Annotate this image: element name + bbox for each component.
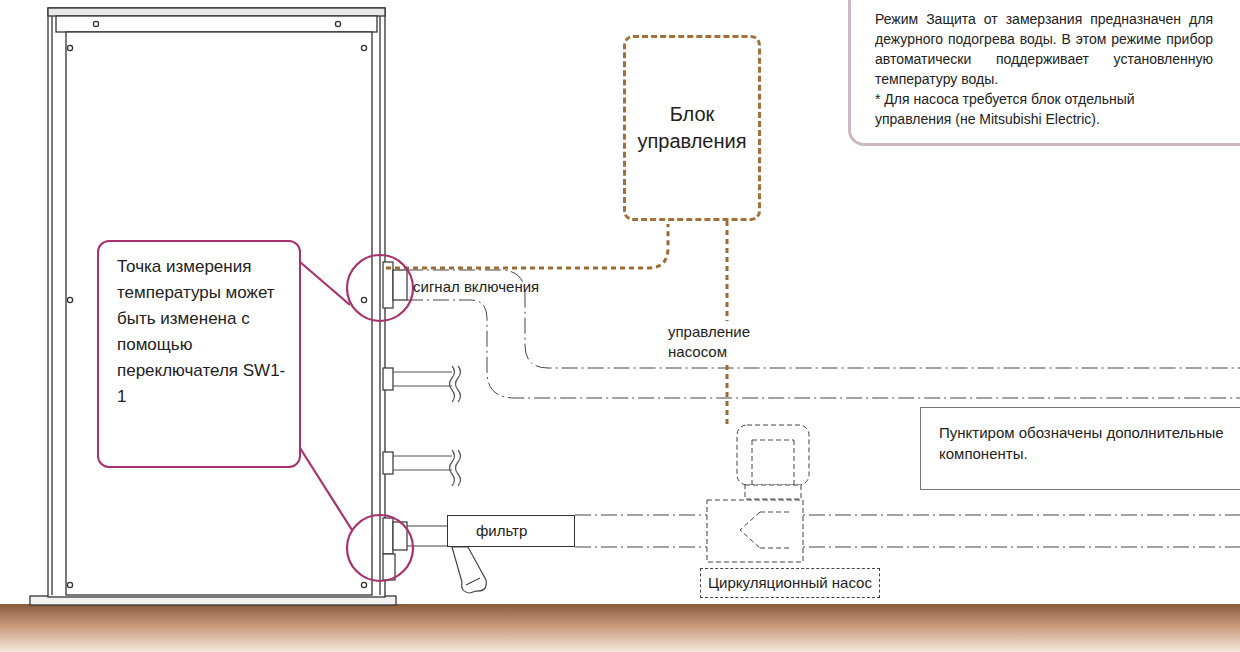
- rect-shape: [383, 368, 393, 390]
- line-shape: [407, 525, 447, 526]
- signal-wire: [386, 224, 668, 268]
- rect-shape: [383, 452, 393, 474]
- note-text: Точка измерения температуры может быть и…: [117, 254, 287, 410]
- rect-shape: [66, 32, 372, 595]
- unit-cabinet: [30, 8, 396, 605]
- part-label-box: фильтр: [447, 515, 575, 547]
- path-shape: [575, 547, 1240, 548]
- line-shape: [752, 440, 753, 485]
- path-shape: [456, 366, 461, 402]
- ground-band: [0, 604, 1240, 652]
- line-shape: [760, 512, 790, 513]
- circle-shape: [347, 515, 413, 581]
- line-shape: [760, 548, 790, 549]
- cut-pipe: [393, 366, 461, 486]
- g-shape: [67, 21, 366, 587]
- path-shape: [456, 450, 461, 486]
- path-shape: [575, 515, 1240, 516]
- line-shape: [393, 371, 452, 372]
- line-shape: [466, 578, 480, 585]
- note-text: * Для насоса требуется блок отдельный уп…: [875, 89, 1213, 129]
- rect-shape: [393, 270, 407, 300]
- line-shape: [300, 448, 352, 530]
- rect-shape: [737, 425, 809, 485]
- rect-shape: [383, 554, 395, 580]
- pump-node: Циркуляционный насос: [700, 424, 880, 598]
- screw: [335, 21, 340, 26]
- rect-shape: [707, 500, 803, 562]
- legend-note: Пунктиром обозначены дополнительные комп…: [920, 407, 1240, 490]
- rect-shape: [48, 8, 385, 597]
- path-shape: [452, 547, 486, 593]
- path-shape: [407, 270, 1240, 368]
- control-box: Блок управления: [623, 35, 761, 221]
- line-shape: [393, 385, 452, 386]
- callout-marker: [300, 255, 413, 581]
- path-shape: [450, 366, 455, 402]
- screw: [93, 21, 98, 26]
- line-shape: [393, 455, 452, 456]
- screw: [67, 45, 72, 50]
- edge-label: управление насосом: [665, 321, 763, 363]
- signal-label: сигнал включения: [413, 278, 539, 295]
- line-shape: [393, 469, 452, 470]
- line-shape: [300, 262, 350, 305]
- rect-shape: [56, 16, 377, 32]
- rect-shape: [383, 518, 393, 554]
- line-shape: [752, 440, 794, 441]
- line-shape: [794, 440, 795, 485]
- line-shape: [379, 16, 380, 595]
- callout-box: Точка измерения температуры может быть и…: [97, 240, 301, 468]
- path-shape: [407, 300, 1240, 398]
- line-shape: [51, 16, 52, 595]
- box-title: Блок управления: [632, 101, 752, 155]
- screw: [361, 582, 366, 587]
- rect-shape: [48, 8, 385, 16]
- path-shape: [450, 450, 455, 486]
- path-shape: [740, 512, 760, 548]
- screw: [361, 297, 366, 302]
- screw: [361, 45, 366, 50]
- pump-label: Циркуляционный насос: [700, 568, 880, 598]
- note-panel: Режим Защита от замерзания предназначен …: [848, 0, 1240, 146]
- screw: [67, 582, 72, 587]
- note-text: фильтр: [476, 521, 566, 541]
- note-text: Пунктиром обозначены дополнительные комп…: [939, 422, 1239, 464]
- circle-shape: [347, 255, 413, 321]
- screw: [67, 297, 72, 302]
- rect-shape: [745, 485, 801, 499]
- note-text: Режим Защита от замерзания предназначен …: [875, 9, 1213, 89]
- pump-symbol: [707, 425, 809, 562]
